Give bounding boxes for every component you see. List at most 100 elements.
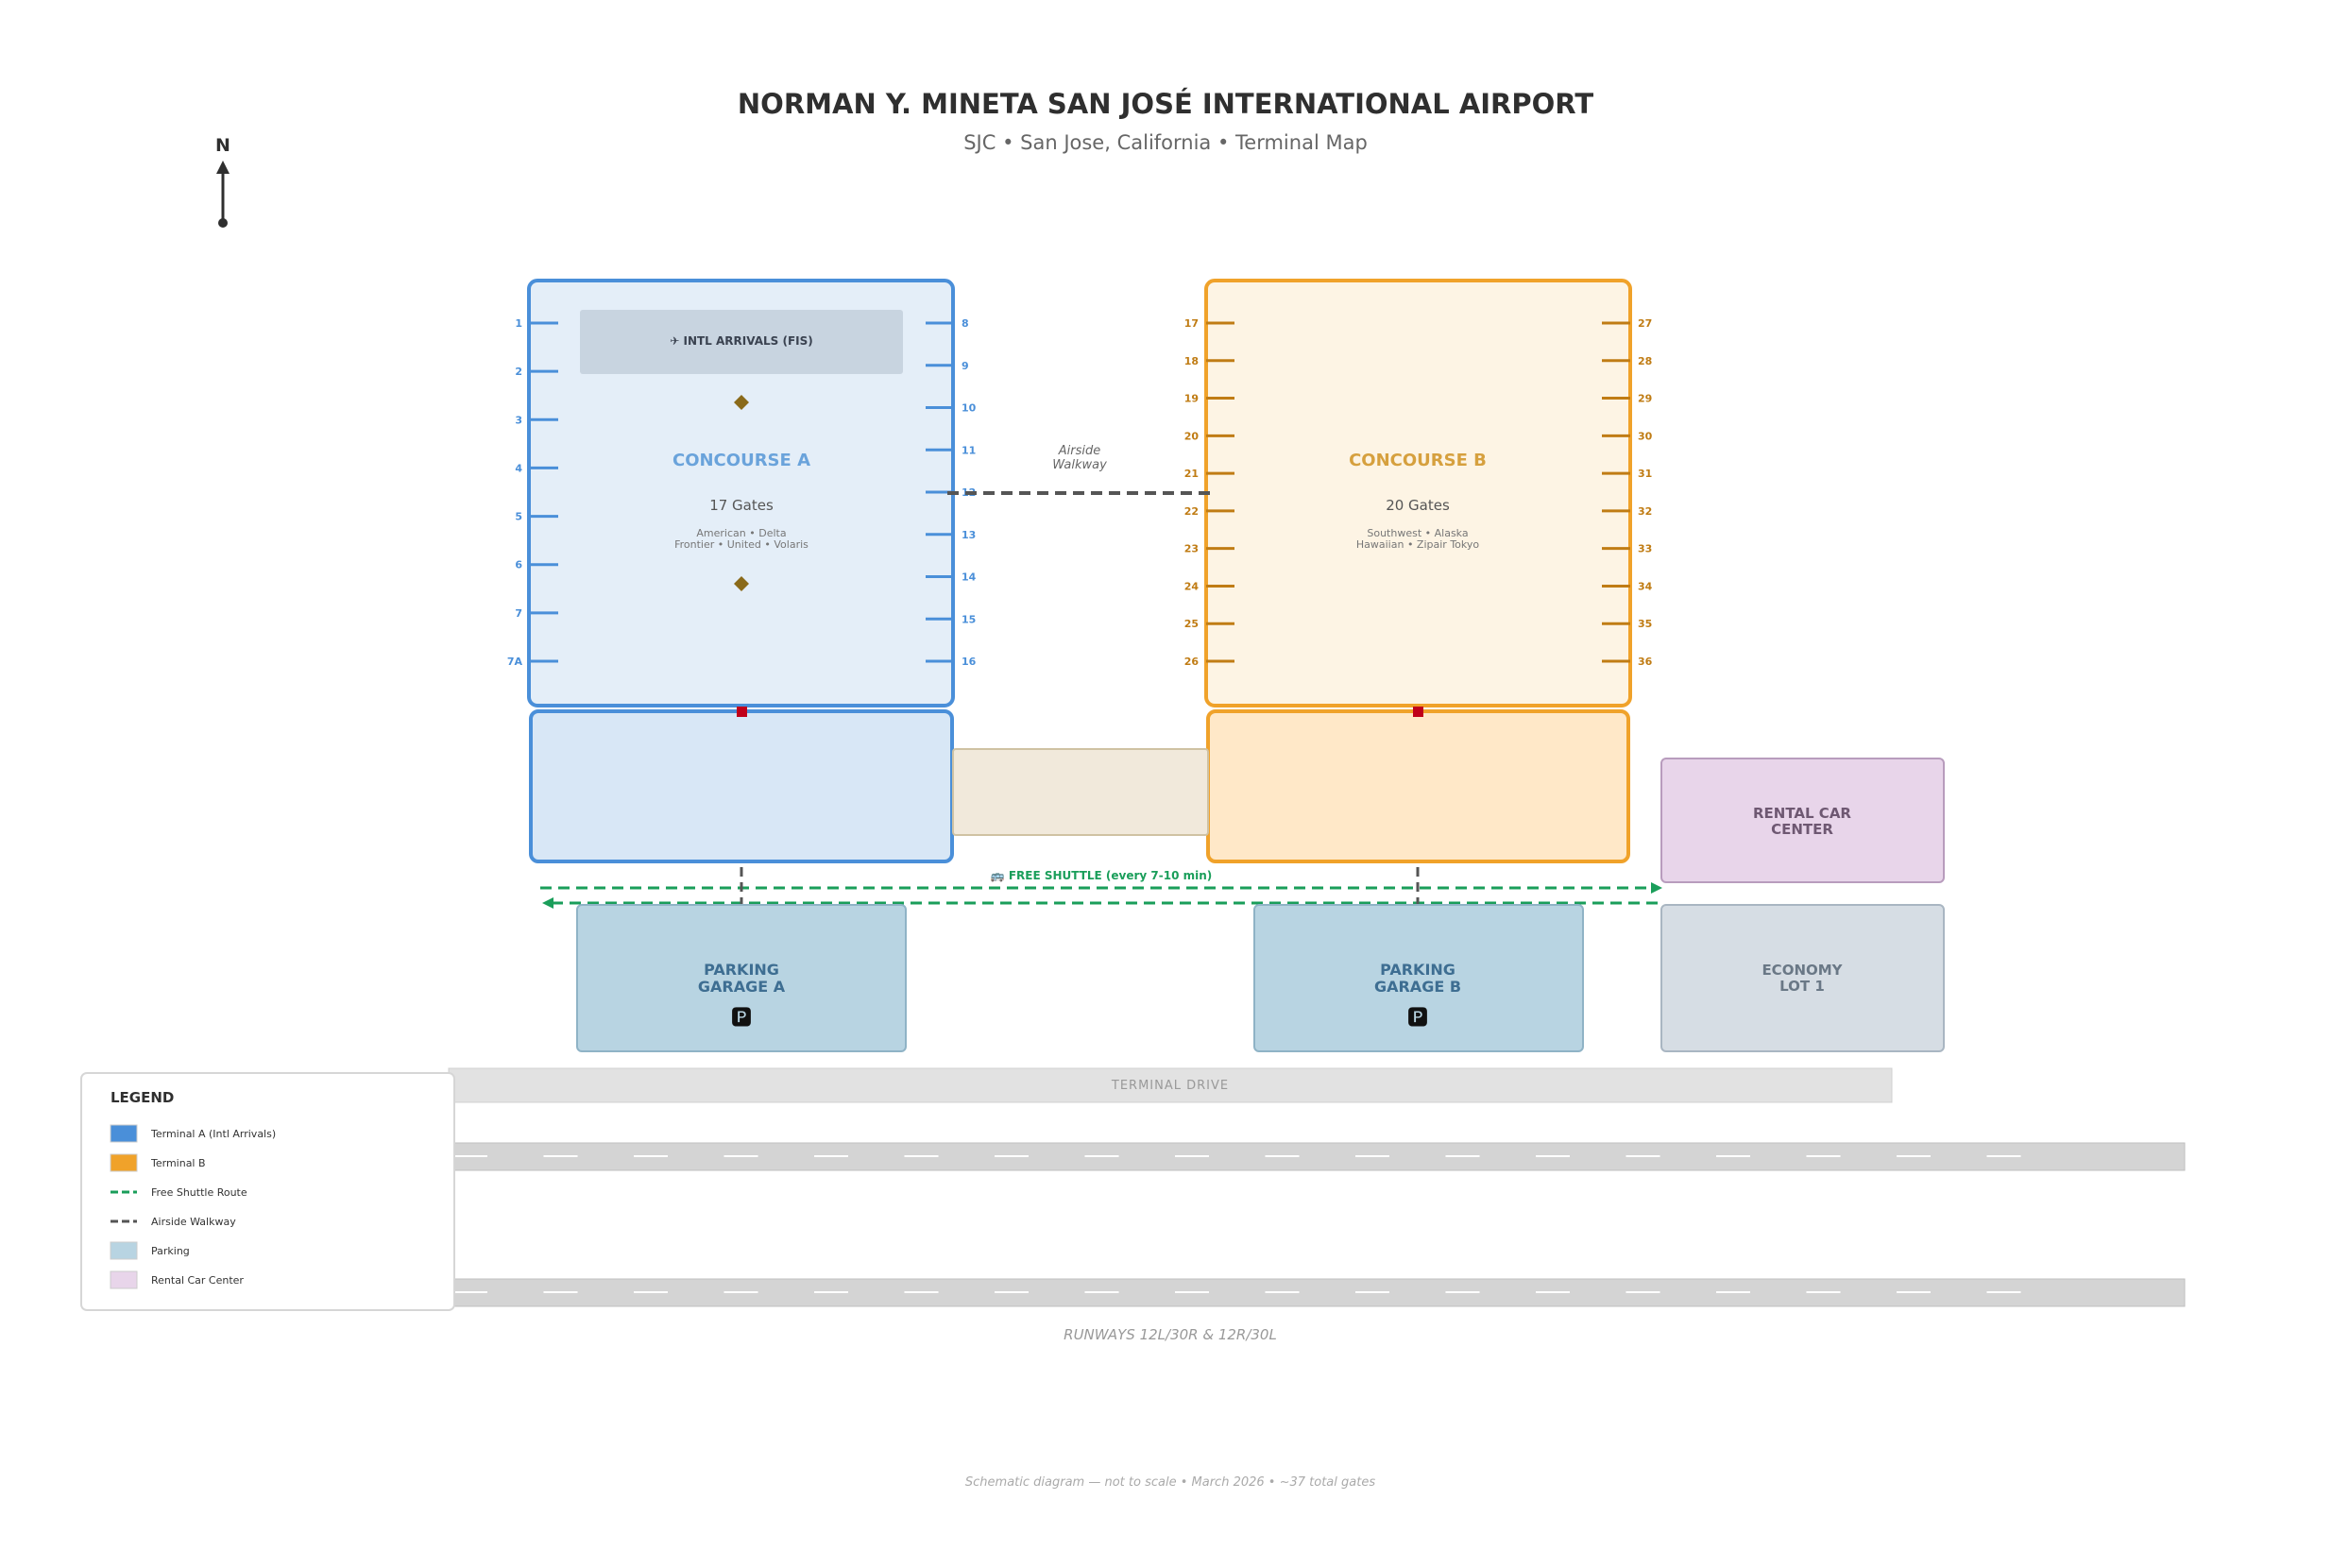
gate-34[interactable]: 34 (1602, 580, 1653, 592)
gate-32[interactable]: 32 (1602, 505, 1652, 518)
gate-30[interactable]: 30 (1602, 430, 1653, 442)
gate-16[interactable]: 16 (926, 656, 977, 668)
terminal-connector (952, 748, 1209, 836)
gate-22[interactable]: 22 (1184, 505, 1234, 518)
gate-5[interactable]: 5 (515, 511, 558, 523)
gate-28[interactable]: 28 (1602, 355, 1652, 367)
gate-13[interactable]: 13 (926, 529, 976, 541)
gate-25[interactable]: 25 (1184, 618, 1234, 630)
shuttle-arrow-right-icon (1651, 882, 1662, 894)
legend-swatch (110, 1124, 138, 1143)
gate-36[interactable]: 36 (1602, 656, 1653, 668)
gate-35[interactable]: 35 (1602, 618, 1652, 630)
legend-label: Terminal B (150, 1157, 206, 1169)
gate-label: 25 (1184, 618, 1199, 630)
gate-19[interactable]: 19 (1184, 393, 1234, 405)
gate-label: 27 (1638, 317, 1652, 330)
gate-26[interactable]: 26 (1184, 656, 1234, 668)
terminal-drive-label: TERMINAL DRIVE (1111, 1079, 1229, 1093)
gate-4[interactable]: 4 (515, 462, 558, 474)
gate-2[interactable]: 2 (515, 366, 558, 378)
map-subtitle: SJC • San Jose, California • Terminal Ma… (963, 131, 1368, 154)
gate-3[interactable]: 3 (515, 414, 558, 426)
gate-label: 29 (1638, 393, 1652, 405)
concourse-b-gate-count: 20 Gates (1386, 497, 1450, 514)
shuttle-label: 🚌 FREE SHUTTLE (every 7-10 min) (991, 869, 1213, 882)
parking-a-label-1: PARKING (704, 961, 779, 979)
gate-10[interactable]: 10 (926, 402, 977, 415)
terminal-drive[interactable] (448, 1067, 1893, 1103)
gate-label: 9 (962, 360, 969, 372)
gate-9[interactable]: 9 (926, 360, 969, 372)
gate-29[interactable]: 29 (1602, 393, 1652, 405)
gate-label: 21 (1184, 468, 1199, 480)
legend-item: Free Shuttle Route (111, 1186, 247, 1199)
gate-31[interactable]: 31 (1602, 468, 1652, 480)
terminal-b-building[interactable] (1206, 709, 1630, 863)
parking-b-label-2: GARAGE B (1374, 978, 1461, 996)
gate-23[interactable]: 23 (1184, 543, 1234, 555)
diamond-icon (734, 395, 749, 410)
gate-label: 26 (1184, 656, 1200, 668)
legend-title: LEGEND (111, 1089, 174, 1106)
gate-label: 36 (1638, 656, 1653, 668)
gate-label: 20 (1184, 430, 1200, 442)
intl-arrivals-fis[interactable] (580, 310, 903, 374)
parking-b-label-1: PARKING (1380, 961, 1455, 979)
compass-label: N (215, 135, 230, 156)
gate-33[interactable]: 33 (1602, 543, 1652, 555)
gate-label: 4 (515, 462, 522, 474)
gate-7[interactable]: 7 (515, 607, 558, 620)
walkway-label-2: Walkway (1052, 458, 1107, 472)
parking-a-label-2: GARAGE A (698, 978, 786, 996)
gate-27[interactable]: 27 (1602, 317, 1652, 330)
gate-label: 35 (1638, 618, 1652, 630)
economy-label-1: ECONOMY (1762, 962, 1843, 979)
terminal-a-building[interactable] (529, 709, 954, 863)
gate-label: 17 (1184, 317, 1199, 330)
parking-garage-a[interactable] (576, 904, 907, 1052)
concourse-a-name: CONCOURSE A (672, 451, 810, 470)
parking-garage-b[interactable] (1253, 904, 1584, 1052)
concourse-b-name: CONCOURSE B (1349, 451, 1487, 470)
gate-24[interactable]: 24 (1184, 580, 1234, 592)
runways-label: RUNWAYS 12L/30R & 12R/30L (1064, 1326, 1277, 1343)
gate-11[interactable]: 11 (926, 444, 976, 456)
gate-8[interactable]: 8 (926, 317, 969, 330)
gate-label: 34 (1638, 580, 1653, 592)
gate-label: 15 (962, 613, 976, 625)
rental-car-center[interactable] (1660, 758, 1945, 883)
connector-marker-a (737, 707, 747, 717)
concourse-b[interactable] (1204, 279, 1632, 707)
shuttle-arrow-left-icon (542, 897, 553, 909)
gate-1[interactable]: 1 (515, 317, 558, 330)
gate-label: 1 (515, 317, 522, 330)
gate-18[interactable]: 18 (1184, 355, 1234, 367)
legend-label: Rental Car Center (151, 1274, 244, 1287)
gate-label: 3 (515, 414, 522, 426)
economy-label-2: LOT 1 (1779, 978, 1825, 995)
gate-21[interactable]: 21 (1184, 468, 1234, 480)
gate-17[interactable]: 17 (1184, 317, 1234, 330)
legend-item: Terminal A (Intl Arrivals) (110, 1124, 276, 1143)
legend-label: Terminal A (Intl Arrivals) (150, 1128, 276, 1140)
diamond-icon (734, 576, 749, 591)
parking-icon: 🅿 (1407, 1007, 1428, 1031)
gate-label: 7A (507, 656, 523, 668)
legend-item: Terminal B (110, 1153, 206, 1172)
gate-label: 5 (515, 511, 522, 523)
legend-label: Airside Walkway (151, 1216, 236, 1228)
legend-item: Airside Walkway (111, 1216, 236, 1228)
rental-label-1: RENTAL CAR (1753, 805, 1851, 822)
gate-7A[interactable]: 7A (507, 656, 558, 668)
gate-15[interactable]: 15 (926, 613, 976, 625)
gate-20[interactable]: 20 (1184, 430, 1234, 442)
gate-label: 11 (962, 444, 976, 456)
rental-label-2: CENTER (1771, 821, 1833, 838)
gate-6[interactable]: 6 (515, 559, 558, 571)
concourse-a-gate-count: 17 Gates (709, 497, 774, 514)
gate-label: 8 (962, 317, 969, 330)
gate-14[interactable]: 14 (926, 571, 977, 584)
economy-lot-1[interactable] (1660, 904, 1945, 1052)
